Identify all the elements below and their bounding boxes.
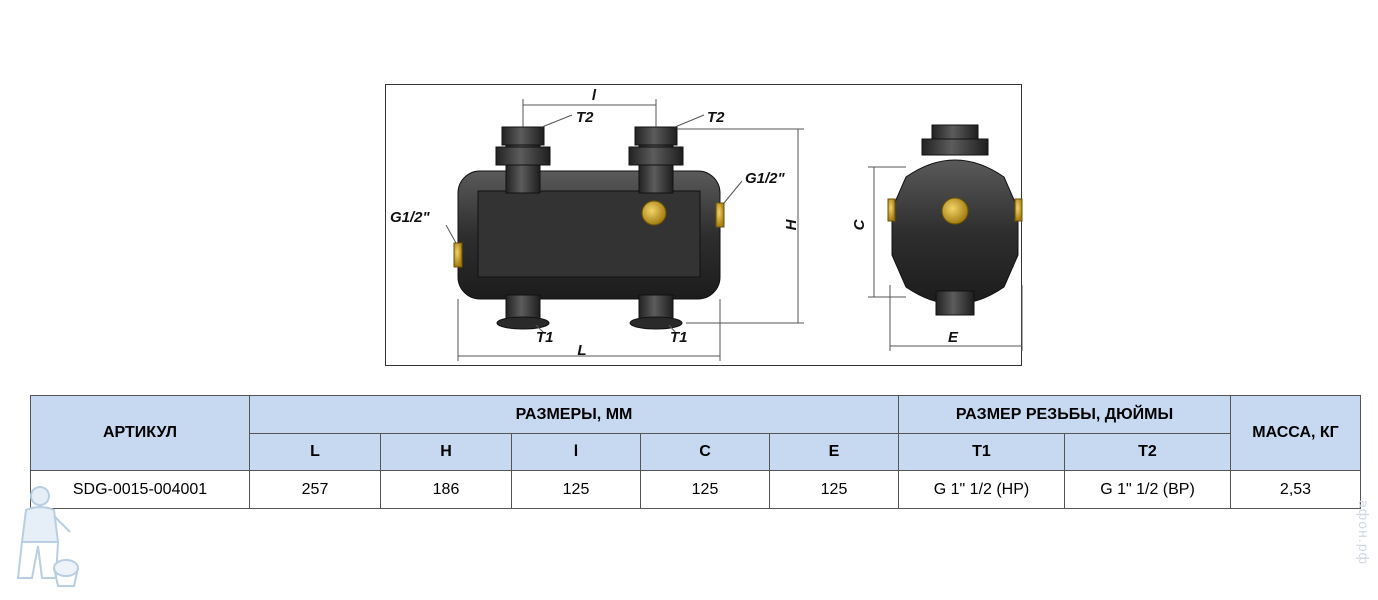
header-sizes: РАЗМЕРЫ, ММ (249, 395, 899, 434)
spec-table: АРТИКУЛ РАЗМЕРЫ, ММ РАЗМЕР РЕЗЬБЫ, ДЮЙМЫ… (30, 395, 1361, 509)
header-col-C: C (640, 433, 770, 471)
watermark-text: афон.рф (1356, 500, 1372, 566)
technical-drawing: l T2 T2 G1/2" G1/2" H T1 T1 L C E (390, 87, 1023, 361)
header-col-H: H (380, 433, 512, 471)
cell-l: 125 (511, 470, 641, 509)
header-col-E: E (769, 433, 899, 471)
label-e: E (948, 329, 959, 346)
cell-H: 186 (380, 470, 512, 509)
label-h: H (783, 218, 800, 230)
side-view (887, 124, 1023, 316)
front-view (453, 126, 725, 330)
label-t2-left: T2 (576, 109, 594, 126)
label-c: C (851, 218, 868, 230)
label-g-right: G1/2" (745, 170, 786, 187)
dimension-lines (445, 99, 804, 361)
header-col-l: l (511, 433, 641, 471)
header-col-T2: T2 (1064, 433, 1231, 471)
cell-T2: G 1" 1/2 (ВР) (1064, 470, 1231, 509)
header-col-T1: T1 (898, 433, 1065, 471)
cell-L: 257 (249, 470, 381, 509)
label-l: l (592, 87, 597, 104)
plumber-mascot-icon (16, 486, 79, 587)
side-dimension-lines (868, 166, 1023, 351)
cell-E: 125 (769, 470, 899, 509)
label-t2-right: T2 (707, 109, 725, 126)
label-g-left: G1/2" (390, 209, 431, 226)
header-thread: РАЗМЕР РЕЗЬБЫ, ДЮЙМЫ (898, 395, 1231, 434)
cell-article: SDG-0015-004001 (30, 470, 250, 509)
label-L: L (577, 342, 586, 359)
cell-T1: G 1" 1/2 (НР) (898, 470, 1065, 509)
header-article: АРТИКУЛ (30, 395, 250, 471)
table-row: SDG-0015-004001 257 186 125 125 125 G 1"… (30, 470, 1361, 509)
header-mass: МАССА, КГ (1230, 395, 1361, 471)
label-t1-right: T1 (670, 329, 688, 346)
cell-C: 125 (640, 470, 770, 509)
site-watermark: афон.рф (1354, 500, 1374, 590)
header-col-L: L (249, 433, 381, 471)
label-t1-left: T1 (536, 329, 554, 346)
cell-mass: 2,53 (1230, 470, 1361, 509)
product-drawing: l T2 T2 G1/2" G1/2" H T1 T1 L C E (385, 84, 1023, 366)
